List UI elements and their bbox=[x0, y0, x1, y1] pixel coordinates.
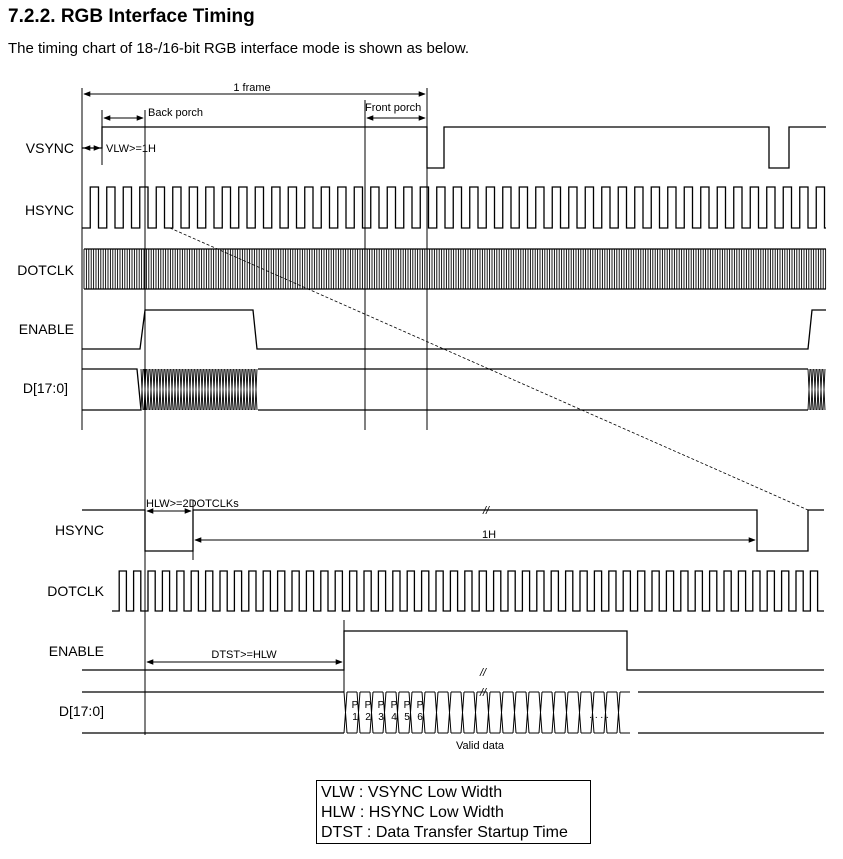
intro-text: The timing chart of 18-/16-bit RGB inter… bbox=[8, 40, 470, 57]
break-mark-data: // bbox=[479, 687, 487, 699]
pixel-4-top: P bbox=[391, 700, 398, 711]
top-label-enable: ENABLE bbox=[19, 321, 74, 337]
break-mark-hsync: // bbox=[482, 505, 490, 517]
pixel-6-bottom: 6 bbox=[417, 712, 423, 723]
top-label-hsync: HSYNC bbox=[25, 202, 74, 218]
hsync-wave-top bbox=[82, 186, 826, 229]
pixel-5-bottom: 5 bbox=[404, 712, 410, 723]
pixel-6-top: P bbox=[417, 700, 424, 711]
pixel-labels: P 1 P 2 P 3 P 4 P 5 P 6 bbox=[352, 700, 424, 723]
pixel-3-top: P bbox=[378, 700, 385, 711]
data-cells-bottom bbox=[343, 691, 630, 734]
pixel-1-top: P bbox=[352, 700, 359, 711]
legend-vlw: VLW : VSYNC Low Width bbox=[321, 784, 503, 801]
top-label-data: D[17:0] bbox=[23, 380, 68, 396]
break-mark-enable: // bbox=[479, 667, 487, 679]
guide-lines bbox=[81, 88, 428, 735]
dimension-arrows bbox=[83, 91, 809, 665]
front-porch-label: Front porch bbox=[365, 102, 421, 114]
bottom-label-hsync: HSYNC bbox=[55, 522, 104, 538]
one-h-label: 1H bbox=[482, 529, 496, 541]
hlw-label: HLW>=2DOTCLKs bbox=[146, 498, 239, 510]
pixel-2-bottom: 2 bbox=[365, 712, 371, 723]
top-label-dotclk: DOTCLK bbox=[17, 262, 74, 278]
pixel-5-top: P bbox=[404, 700, 411, 711]
zoom-line bbox=[169, 227, 809, 511]
bottom-label-dotclk: DOTCLK bbox=[47, 583, 104, 599]
valid-data-label: Valid data bbox=[456, 740, 505, 752]
top-label-vsync: VSYNC bbox=[26, 140, 74, 156]
pixel-3-bottom: 3 bbox=[378, 712, 384, 723]
data-burst-top bbox=[140, 368, 258, 411]
dtst-label: DTST>=HLW bbox=[211, 649, 277, 661]
data-wave-bottom-lines bbox=[82, 691, 824, 734]
pixel-4-bottom: 4 bbox=[391, 712, 397, 723]
vlw-label: VLW>=1H bbox=[106, 143, 156, 155]
enable-wave-bottom bbox=[82, 630, 824, 671]
waveforms bbox=[82, 126, 827, 734]
data-wave-top-lines bbox=[82, 368, 808, 411]
back-porch-label: Back porch bbox=[148, 107, 203, 119]
legend-box: VLW : VSYNC Low Width HLW : HSYNC Low Wi… bbox=[316, 780, 591, 844]
ellipsis-data: . . . . bbox=[589, 710, 608, 721]
bottom-label-enable: ENABLE bbox=[49, 643, 104, 659]
pixel-1-bottom: 1 bbox=[352, 712, 358, 723]
bottom-label-data: D[17:0] bbox=[59, 703, 104, 719]
pixel-2-top: P bbox=[365, 700, 372, 711]
enable-wave-top bbox=[82, 309, 826, 350]
data-burst-top-end bbox=[807, 368, 826, 411]
legend-hlw: HLW : HSYNC Low Width bbox=[321, 804, 504, 821]
frame-label: 1 frame bbox=[233, 82, 270, 94]
dotclk-band-top bbox=[83, 249, 827, 289]
dotclk-wave-bottom bbox=[112, 570, 824, 612]
vsync-wave bbox=[82, 126, 826, 169]
legend-dtst: DTST : Data Transfer Startup Time bbox=[321, 824, 568, 841]
section-heading: 7.2.2. RGB Interface Timing bbox=[8, 6, 255, 27]
